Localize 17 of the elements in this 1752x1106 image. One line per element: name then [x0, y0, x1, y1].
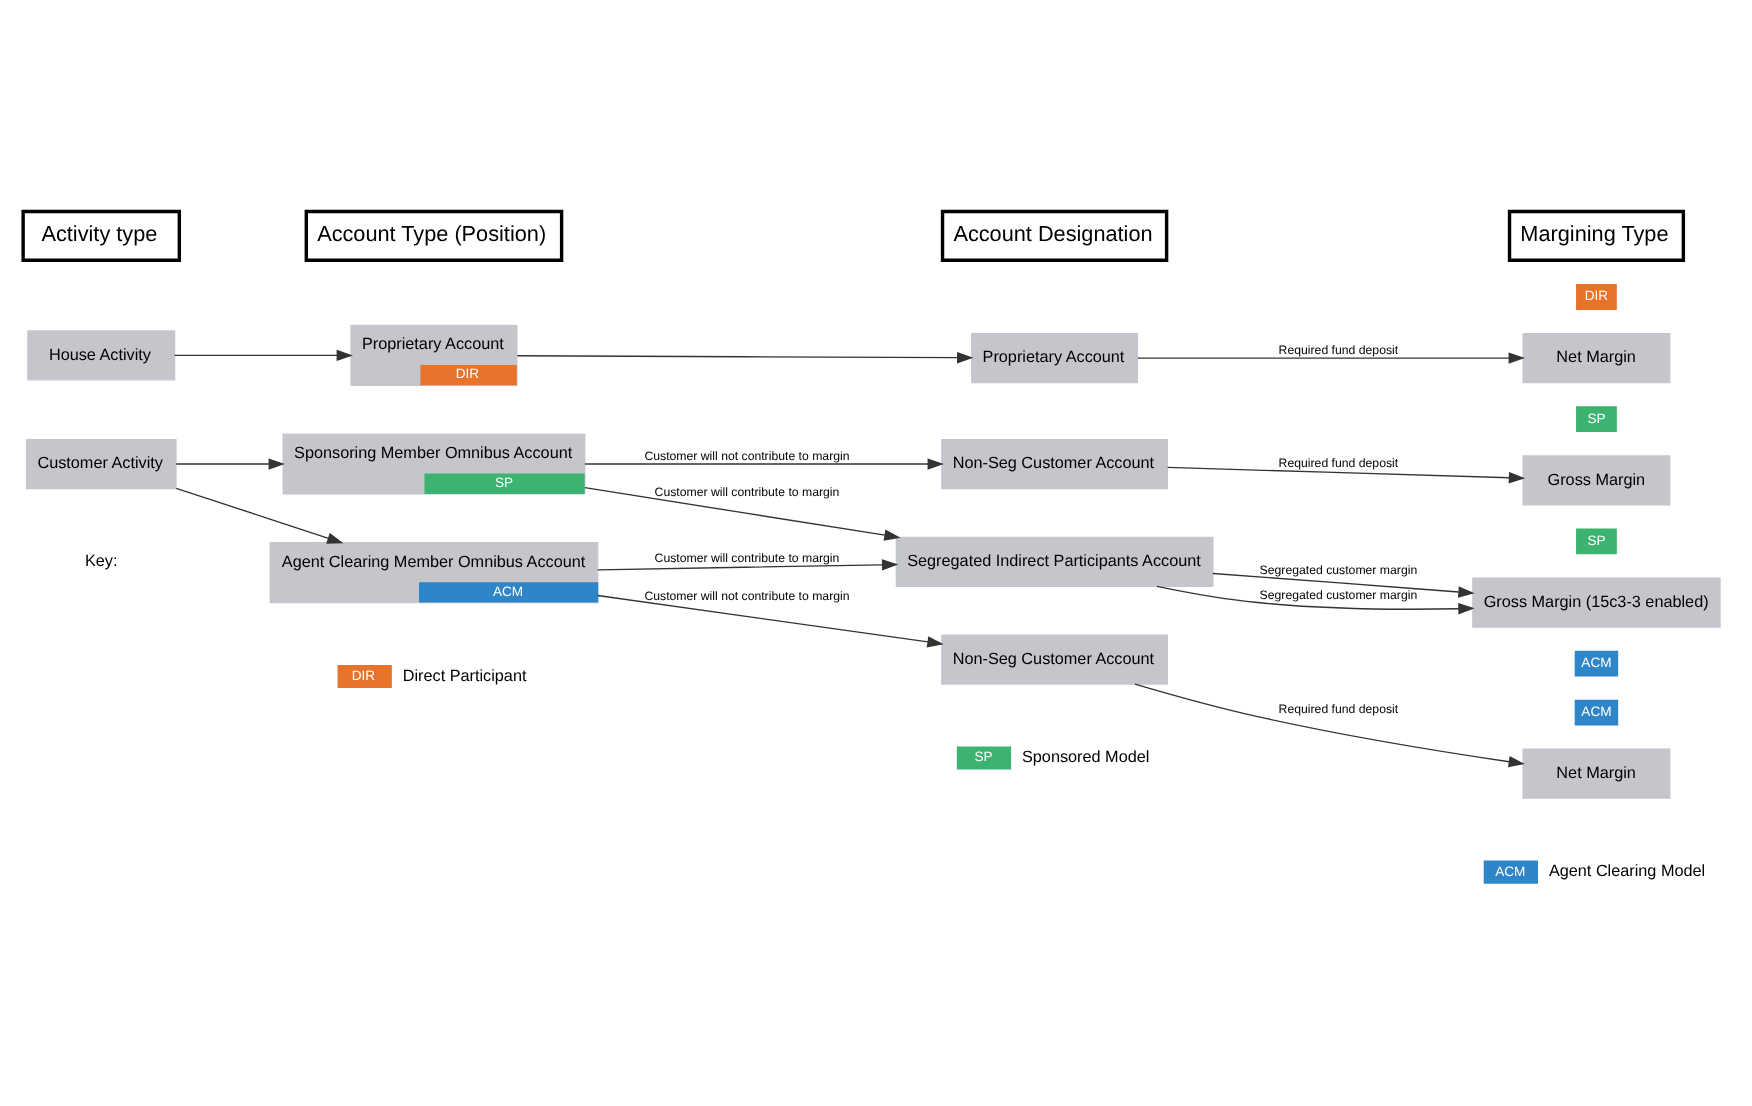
arrow: [1156, 584, 1475, 614]
arrow: [516, 350, 974, 363]
arrow: [1134, 682, 1525, 767]
arrow: [1137, 351, 1525, 363]
node-box: Account Designation: [940, 208, 1169, 261]
arrow: [173, 348, 353, 361]
arrow: [584, 457, 944, 469]
node-box: Margining Type: [1507, 208, 1686, 261]
arrow: [175, 486, 344, 543]
node-box: Activity type: [21, 208, 181, 261]
arrow: [175, 457, 285, 469]
arrow: [1166, 465, 1526, 483]
arrow: [597, 558, 899, 570]
arrow: [1212, 571, 1475, 597]
arrow: [584, 486, 901, 540]
node-box: Account Type (Position): [304, 208, 564, 261]
arrow: [597, 593, 944, 647]
